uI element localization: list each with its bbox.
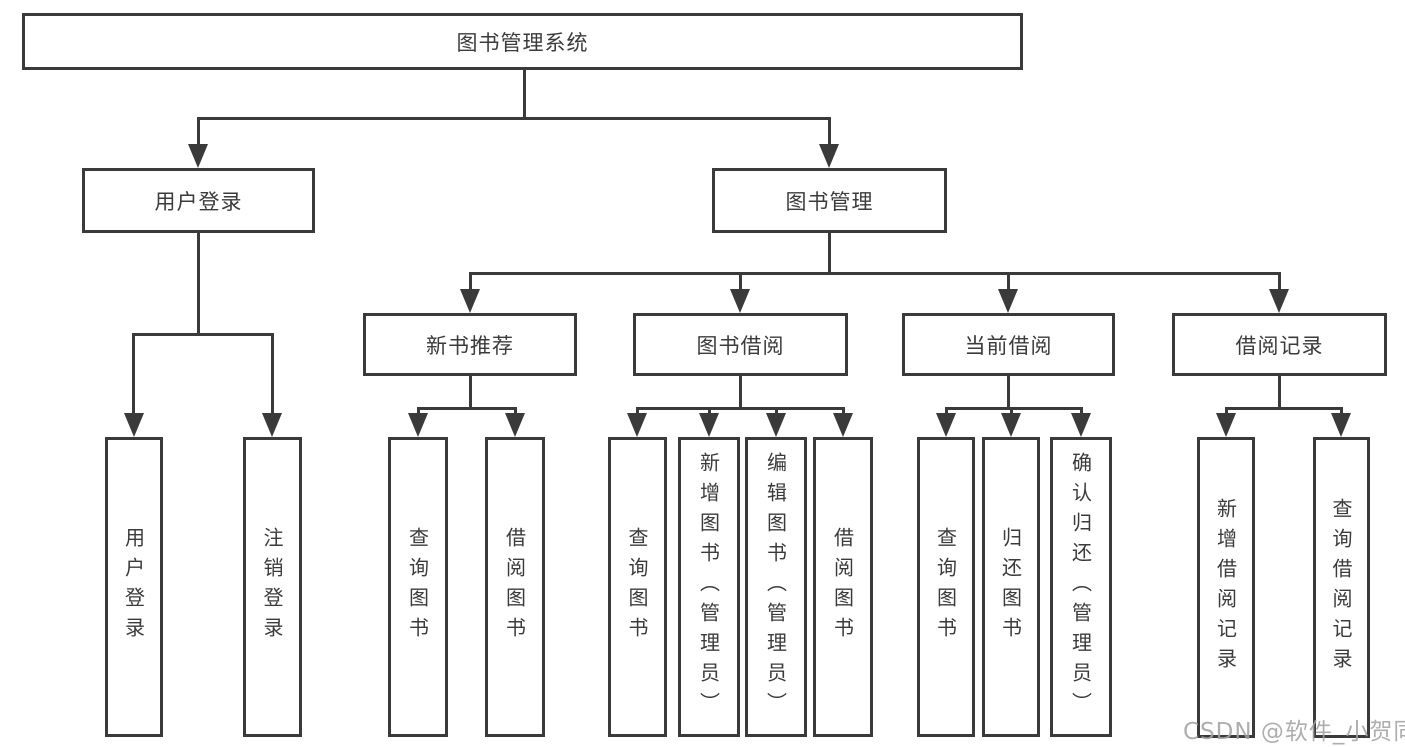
connector-group-bus (417, 407, 517, 410)
arrow-down-icon (1269, 289, 1289, 313)
arrow-down-icon (188, 144, 208, 168)
leaf-query-books-borrow: 查询图书 (608, 437, 667, 737)
leaf-edit-book-admin: 编辑图书（管理员） (745, 437, 807, 737)
connector-to-leaf (1010, 407, 1013, 417)
connector-to-leaf (775, 407, 778, 417)
leaf-add-borrow-record: 新增借阅记录 (1197, 437, 1255, 738)
arrow-down-icon (998, 289, 1018, 313)
connector-to-leaf (1080, 407, 1083, 417)
node-root: 图书管理系统 (22, 13, 1023, 70)
arrow-down-icon (262, 413, 282, 437)
connector-group-bus (636, 407, 844, 410)
node-book-borrow: 图书借阅 (633, 313, 848, 376)
node-new-book-recommend: 新书推荐 (363, 313, 577, 376)
arrow-down-icon (1001, 413, 1021, 437)
connector-book-management-bus (469, 272, 1281, 275)
connector-to-group (1278, 272, 1281, 292)
leaf-borrow-books-recommend: 借阅图书 (485, 437, 545, 737)
connector-to-leaf (945, 407, 948, 417)
node-borrow-records: 借阅记录 (1172, 313, 1387, 376)
node-book-management: 图书管理 (712, 168, 947, 233)
leaf-confirm-return-admin: 确认归还（管理员） (1050, 437, 1112, 737)
arrow-down-icon (1071, 413, 1091, 437)
leaf-query-borrow-record: 查询借阅记录 (1313, 437, 1370, 738)
connector-to-book-management (828, 117, 831, 147)
leaf-query-books-current: 查询图书 (917, 437, 975, 737)
connector-to-group (469, 272, 472, 292)
connector-to-leaf (132, 333, 135, 413)
arrow-down-icon (1331, 413, 1351, 437)
connector-to-leaf (417, 407, 420, 417)
connector-to-leaf (708, 407, 711, 417)
arrow-down-icon (505, 413, 525, 437)
connector-root-bus (197, 117, 831, 120)
arrow-down-icon (1216, 413, 1236, 437)
arrow-down-icon (936, 413, 956, 437)
leaf-add-book-admin: 新增图书（管理员） (678, 437, 740, 737)
arrow-down-icon (766, 413, 786, 437)
connector-to-leaf (1225, 407, 1228, 417)
connector-to-group (1007, 272, 1010, 292)
connector-group-stem (469, 376, 472, 409)
leaf-borrow-books: 借阅图书 (813, 437, 873, 737)
connector-user-login-bus (132, 333, 274, 336)
arrow-down-icon (730, 289, 750, 313)
connector-group-bus (1225, 407, 1343, 410)
connector-to-user-login (197, 117, 200, 147)
node-user-login: 用户登录 (82, 168, 315, 233)
connector-to-leaf (842, 407, 845, 417)
connector-root-stem (523, 70, 526, 118)
connector-to-group (739, 272, 742, 292)
connector-user-login-stem (197, 233, 200, 336)
arrow-down-icon (819, 144, 839, 168)
node-current-borrow: 当前借阅 (902, 313, 1115, 376)
arrow-down-icon (460, 289, 480, 313)
csdn-watermark: CSDN @软件_小贺同学 (1183, 719, 1405, 745)
arrow-down-icon (627, 413, 647, 437)
connector-to-leaf (271, 333, 274, 413)
connector-book-management-stem (828, 233, 831, 274)
connector-to-leaf (514, 407, 517, 417)
arrow-down-icon (699, 413, 719, 437)
leaf-return-books: 归还图书 (982, 437, 1040, 737)
arrow-down-icon (833, 413, 853, 437)
leaf-user-login: 用户登录 (105, 437, 163, 737)
connector-group-stem (739, 376, 742, 409)
connector-group-bus (945, 407, 1082, 410)
arrow-down-icon (124, 413, 144, 437)
leaf-query-books-recommend: 查询图书 (388, 437, 448, 737)
connector-to-leaf (1340, 407, 1343, 417)
connector-group-stem (1007, 376, 1010, 409)
leaf-logout: 注销登录 (243, 437, 302, 737)
connector-to-leaf (636, 407, 639, 417)
arrow-down-icon (408, 413, 428, 437)
connector-group-stem (1278, 376, 1281, 409)
